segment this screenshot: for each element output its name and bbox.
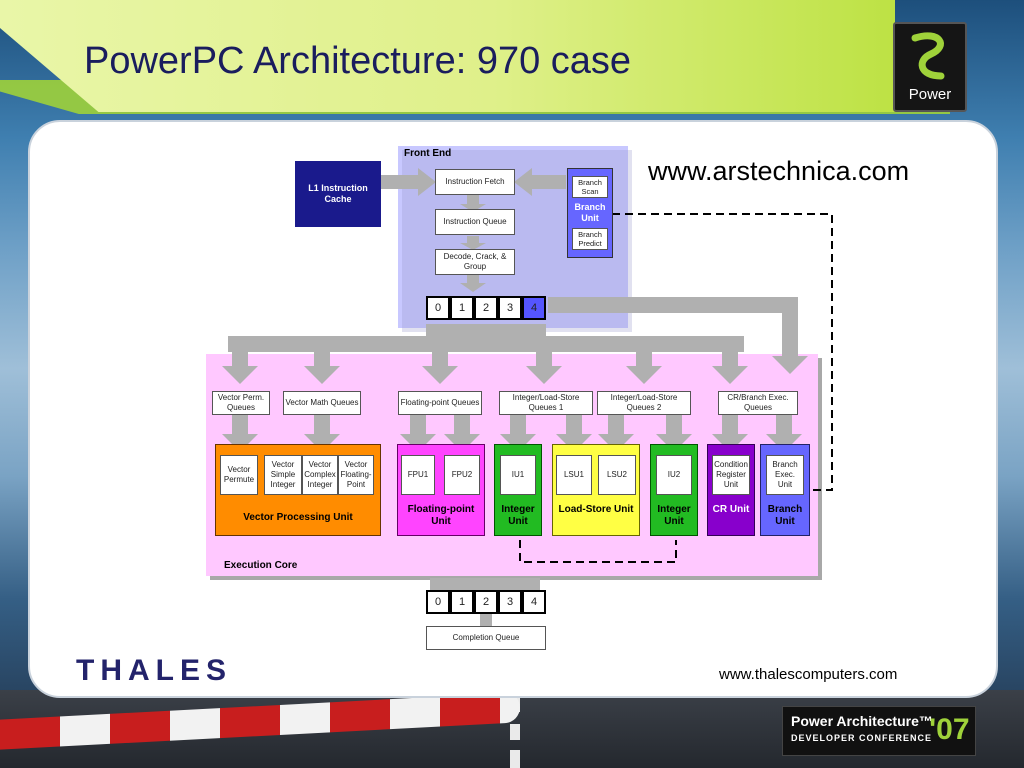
vector-perm-queues: Vector Perm. Queues <box>212 391 270 415</box>
vector-floating-point: Vector Floating-Point <box>338 455 374 495</box>
completion-slot: 3 <box>498 590 522 614</box>
completion-slot: 1 <box>450 590 474 614</box>
condition-register-unit: Condition Register Unit <box>712 455 750 495</box>
iu2: IU2 <box>656 455 692 495</box>
ils-queues-2: Integer/Load-Store Queues 2 <box>597 391 691 415</box>
conference-logo: Power Architecture™ DEVELOPER CONFERENCE… <box>782 706 976 756</box>
completion-slot: 2 <box>474 590 498 614</box>
execution-core-label: Execution Core <box>224 560 298 571</box>
thales-logo: THALES <box>76 654 232 687</box>
vector-complex-integer: Vector Complex Integer <box>302 455 338 495</box>
dispatch-slot: 0 <box>426 296 450 320</box>
url-arstechnica: www.arstechnica.com <box>648 156 910 186</box>
branch-unit-label: Branch Unit <box>574 202 606 223</box>
branch-scan: Branch Scan <box>572 176 608 198</box>
slide-title: PowerPC Architecture: 970 case <box>84 40 632 82</box>
completion-queue: Completion Queue <box>426 626 546 650</box>
url-thalescomputers: www.thalescomputers.com <box>719 666 898 683</box>
dispatch-slot: 2 <box>474 296 498 320</box>
power-logo: Power <box>893 22 967 112</box>
integer-unit-1-label: Integer Unit <box>501 504 535 527</box>
power-swirl-icon <box>911 32 945 80</box>
integer-unit-2-label: Integer Unit <box>657 504 691 527</box>
iu1: IU1 <box>500 455 536 495</box>
fpu2: FPU2 <box>444 455 480 495</box>
fpu1: FPU1 <box>401 455 435 495</box>
conference-line1: Power Architecture™ <box>791 713 933 729</box>
fpu-label: Floating-point Unit <box>407 504 475 527</box>
lsu1: LSU1 <box>556 455 592 495</box>
dispatch-slot: 1 <box>450 296 474 320</box>
l1-instruction-cache: L1 Instruction Cache <box>295 161 381 227</box>
completion-slot: 4 <box>522 590 546 614</box>
branch-unit-exec-label: Branch Unit <box>767 504 803 527</box>
branch-exec: Branch Exec. Unit <box>766 455 804 495</box>
dispatch-arrows <box>222 168 808 626</box>
power-logo-text: Power <box>908 86 952 103</box>
cr-unit-label: CR Unit <box>712 504 750 515</box>
dispatch-slot: 4 <box>522 296 546 320</box>
title-band <box>0 0 895 112</box>
vpu-label: Vector Processing Unit <box>243 512 353 523</box>
dashed-links <box>519 213 833 563</box>
dispatch-slot: 3 <box>498 296 522 320</box>
front-end-label: Front End <box>404 148 452 159</box>
conference-line2: DEVELOPER CONFERENCE <box>791 733 933 743</box>
cr-branch-queues: CR/Branch Exec. Queues <box>718 391 798 415</box>
completion-slot: 0 <box>426 590 450 614</box>
fp-queues: Floating-point Queues <box>398 391 482 415</box>
load-store-label: Load-Store Unit <box>558 504 634 515</box>
ils-queues-1: Integer/Load-Store Queues 1 <box>499 391 593 415</box>
vector-permute: Vector Permute <box>220 455 258 495</box>
instruction-fetch: Instruction Fetch <box>435 169 515 195</box>
vector-math-queues: Vector Math Queues <box>283 391 361 415</box>
vector-simple-integer: Vector Simple Integer <box>264 455 302 495</box>
decode-crack-group: Decode, Crack, & Group <box>435 249 515 275</box>
instruction-queue: Instruction Queue <box>435 209 515 235</box>
lsu2: LSU2 <box>598 455 636 495</box>
conference-year: '07 <box>929 713 970 746</box>
branch-predict: Branch Predict <box>572 228 608 250</box>
